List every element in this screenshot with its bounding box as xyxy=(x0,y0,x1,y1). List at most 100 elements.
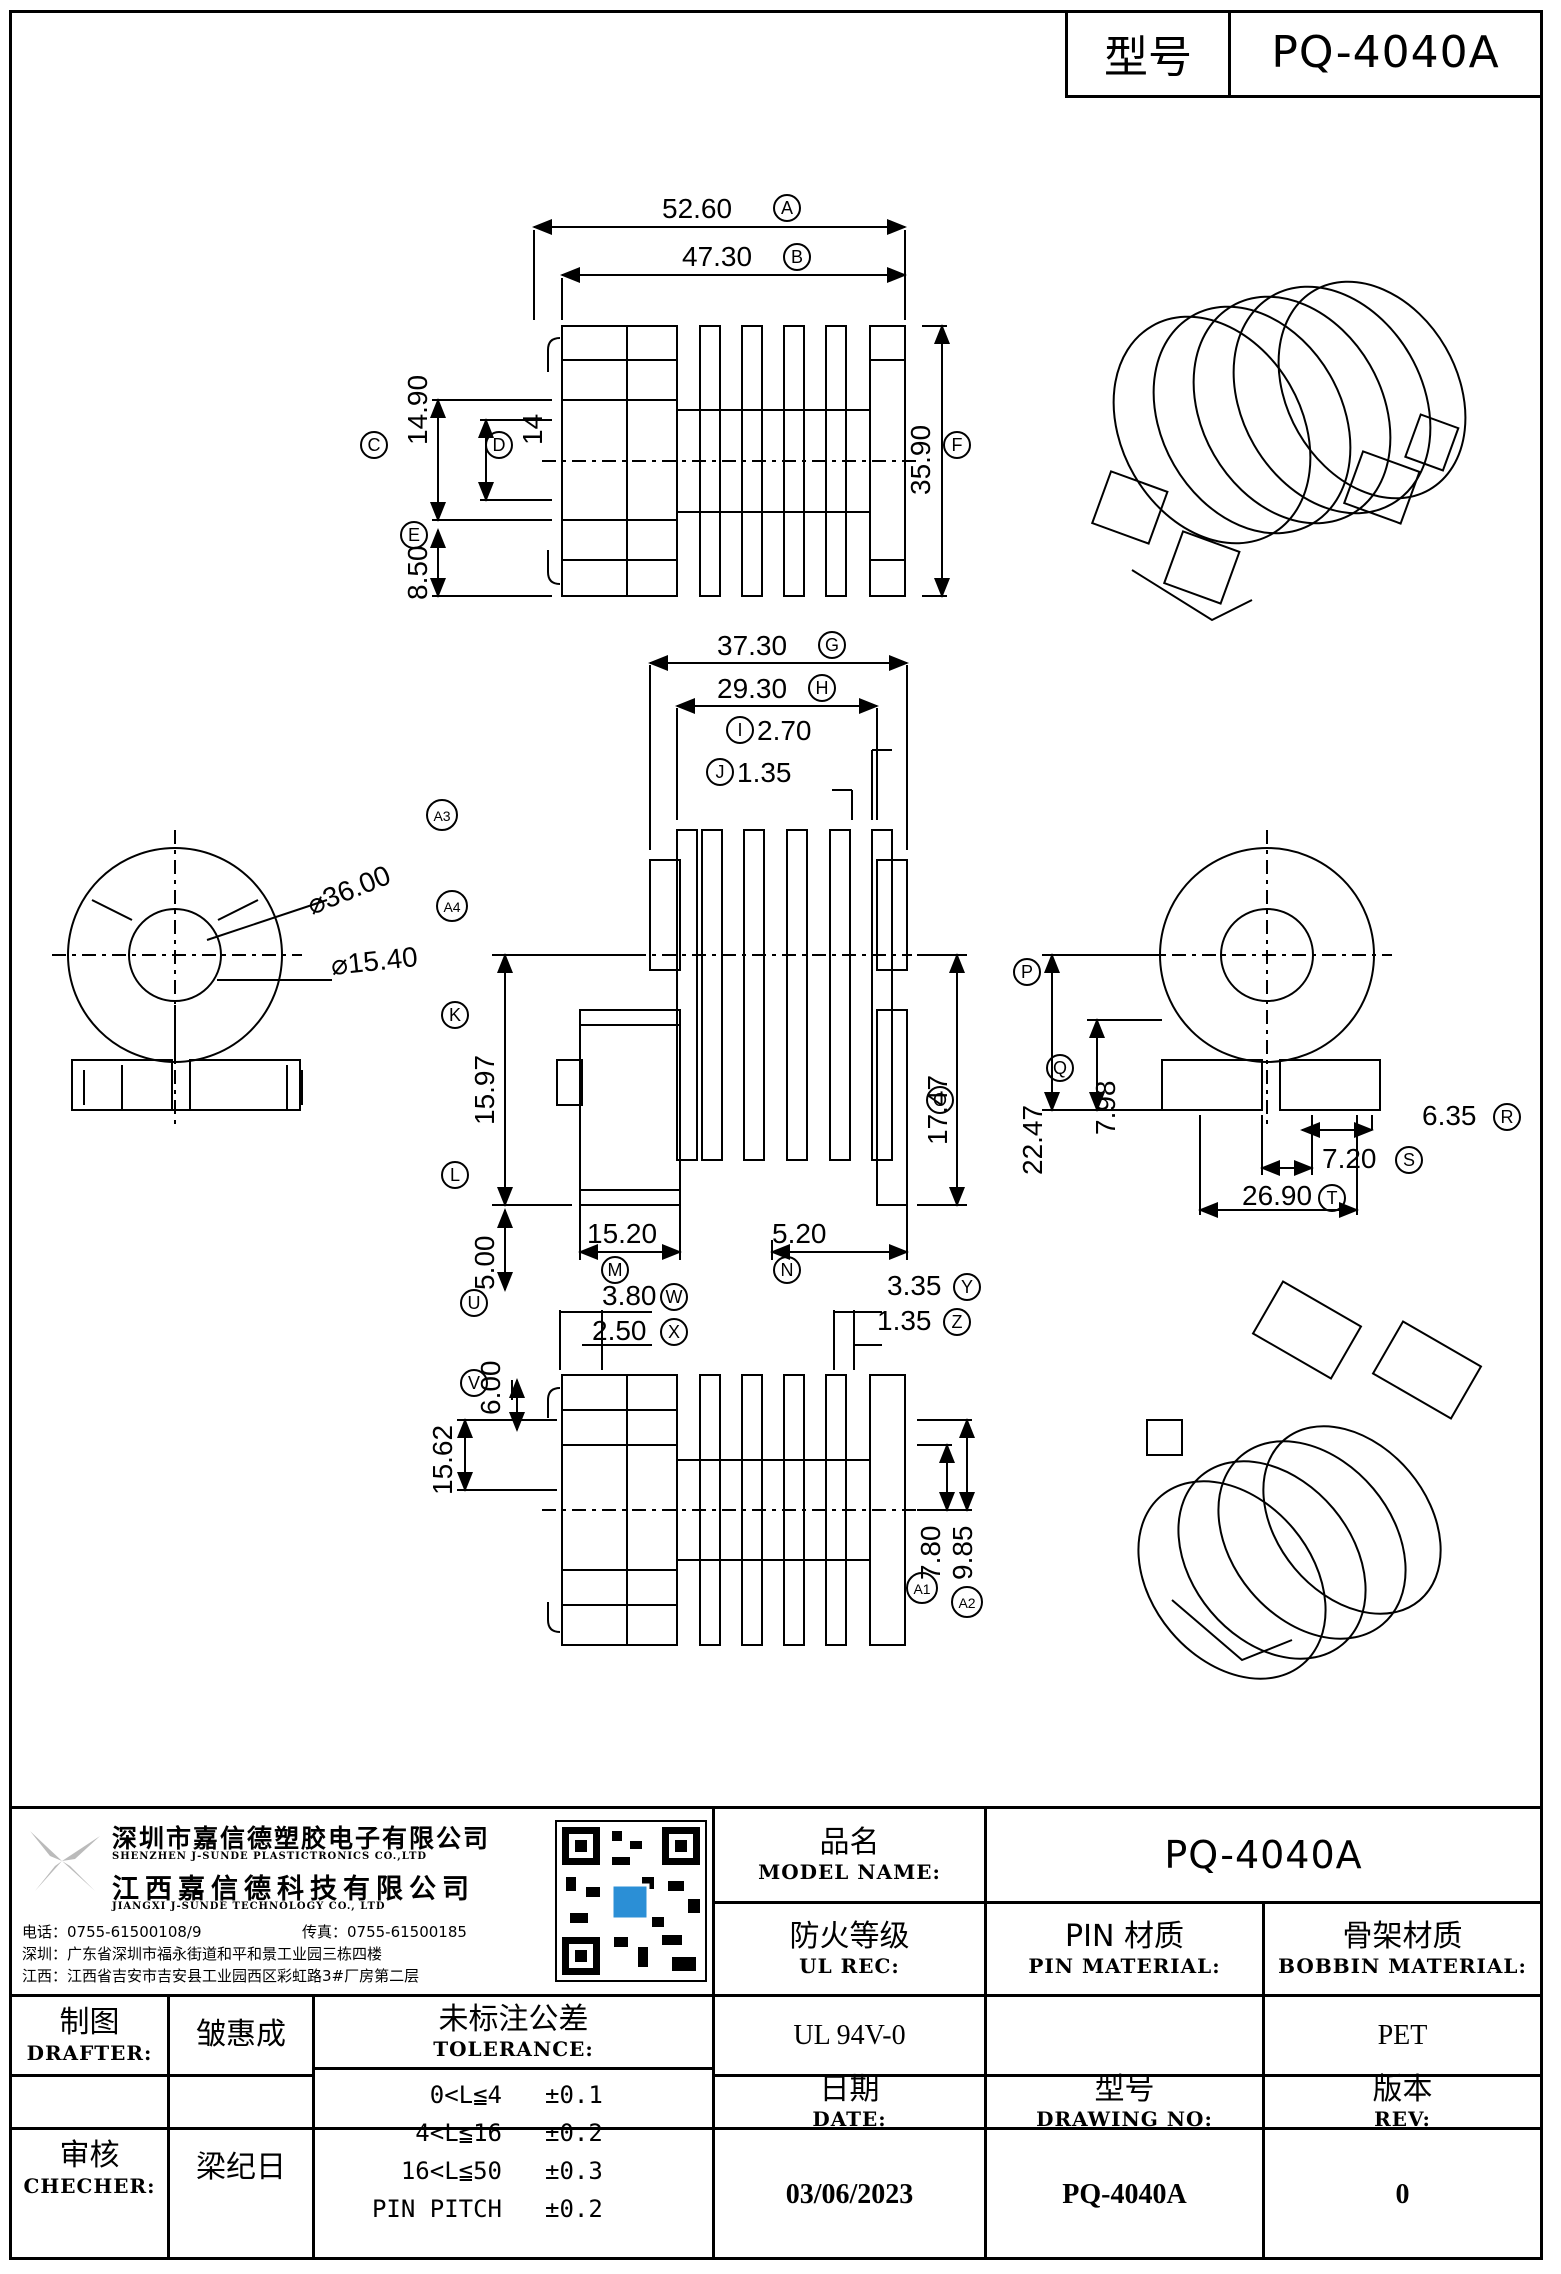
date-value: 03/06/2023 xyxy=(785,2179,914,2210)
dim-M: 15.20 xyxy=(587,1218,657,1249)
marker-R: R xyxy=(1501,1107,1514,1127)
company-fax: 传真：0755-61500185 xyxy=(302,1923,467,1941)
dim-G: 37.30 xyxy=(717,630,787,661)
model-header: 型号 PQ-4040A xyxy=(1065,10,1543,98)
dim-I: 2.70 xyxy=(757,715,812,746)
side-view-top xyxy=(430,219,950,598)
isometric-view-bottom xyxy=(1137,1280,1483,1680)
marker-letters: A B C D E F G H I J A3 A4 K L M N O P Q … xyxy=(368,198,1514,1611)
company-name-sz-en: SHENZHEN J-SUNDE PLASTICTRONICS CO.,LTD xyxy=(112,1851,428,1862)
marker-F: F xyxy=(952,435,963,455)
dim-W: 3.80 xyxy=(602,1280,657,1311)
qr-code-icon xyxy=(552,1817,710,1987)
checker-value: 梁纪日 xyxy=(196,2150,286,2186)
marker-L: L xyxy=(450,1165,460,1185)
ul-rec-value: UL 94V-0 xyxy=(793,2019,906,2051)
marker-Z: Z xyxy=(952,1312,963,1332)
dim-S: 7.20 xyxy=(1322,1143,1377,1174)
marker-B: B xyxy=(791,247,803,267)
marker-W: W xyxy=(666,1287,683,1307)
company-name-sz: 深圳市嘉信德塑胶电子有限公司 xyxy=(112,1824,491,1853)
marker-A4: A4 xyxy=(443,899,460,915)
marker-Y: Y xyxy=(961,1277,973,1297)
drawing-svg: 52.60 47.30 14.90 14 8.50 35.90 37.30 29… xyxy=(52,193,1521,1680)
dim-X: 2.50 xyxy=(592,1315,647,1346)
dim-L: 5.00 xyxy=(469,1236,500,1291)
dimension-labels: 52.60 47.30 14.90 14 8.50 35.90 37.30 29… xyxy=(303,193,1477,1580)
marker-E: E xyxy=(408,525,420,545)
technical-drawing: 52.60 47.30 14.90 14 8.50 35.90 37.30 29… xyxy=(12,100,1540,1800)
marker-D: D xyxy=(493,435,506,455)
dim-Z: 1.35 xyxy=(877,1305,932,1336)
marker-I: I xyxy=(737,720,742,740)
dim-Y: 3.35 xyxy=(887,1270,942,1301)
tolerance-label: 未标注公差 TOLERANCE: xyxy=(433,2001,594,2062)
company-addr-sz: 深圳：广东省深圳市福永街道和平和景工业园三栋四楼 xyxy=(22,1945,383,1963)
dim-Q: 7.98 xyxy=(1090,1081,1121,1136)
dim-F: 35.90 xyxy=(905,425,936,495)
marker-A3: A3 xyxy=(433,808,450,824)
rev-label: 版本 REV: xyxy=(1372,2071,1433,2132)
side-view-bottom xyxy=(457,1310,975,1646)
marker-K: K xyxy=(449,1005,461,1025)
rev-value: 0 xyxy=(1395,2179,1410,2210)
marker-G: G xyxy=(825,635,839,655)
marker-circles xyxy=(360,194,1521,1618)
front-view-right xyxy=(1042,830,1392,1218)
marker-V: V xyxy=(468,1373,480,1393)
marker-A1: A1 xyxy=(913,1581,930,1597)
dim-A1: 7.80 xyxy=(915,1526,946,1581)
marker-H: H xyxy=(816,678,829,698)
drawing-no-value: PQ-4040A xyxy=(1062,2179,1187,2210)
title-block: 深圳市嘉信德塑胶电子有限公司 SHENZHEN J-SUNDE PLASTICT… xyxy=(12,1806,1540,2260)
marker-U: U xyxy=(468,1293,481,1313)
bobbin-material-value: PET xyxy=(1377,2019,1428,2051)
dim-K: 15.97 xyxy=(469,1055,500,1125)
isometric-view-top xyxy=(1090,280,1467,622)
drawing-frame xyxy=(9,10,1543,2260)
marker-S: S xyxy=(1403,1150,1415,1170)
model-name-value: PQ-4040A xyxy=(1164,1833,1363,1877)
model-value: PQ-4040A xyxy=(1271,27,1500,78)
pin-material-label: PIN 材质 PIN MATERIAL: xyxy=(1028,1918,1221,1979)
dim-P: 22.47 xyxy=(1017,1105,1048,1175)
company-logo xyxy=(20,1821,105,1901)
marker-X: X xyxy=(668,1322,680,1342)
marker-A: A xyxy=(781,198,793,218)
date-label: 日期 DATE: xyxy=(812,2071,887,2132)
marker-M: M xyxy=(608,1260,623,1280)
company-addr-jx: 江西：江西省吉安市吉安县工业园西区彩虹路3#厂房第二层 xyxy=(22,1967,420,1985)
dim-V: 15.62 xyxy=(427,1425,458,1495)
dim-B: 47.30 xyxy=(682,241,752,272)
model-name-label: 品名 MODEL NAME: xyxy=(758,1824,941,1885)
dim-U: 6.00 xyxy=(475,1361,506,1416)
marker-J: J xyxy=(716,762,725,782)
front-view-left xyxy=(52,830,332,1130)
dim-A: 52.60 xyxy=(662,193,732,224)
marker-O: O xyxy=(933,1090,947,1110)
dim-H: 29.30 xyxy=(717,673,787,704)
logo-icon xyxy=(30,1831,100,1891)
dim-T: 26.90 xyxy=(1242,1180,1312,1211)
dim-J: 1.35 xyxy=(737,757,792,788)
marker-P: P xyxy=(1021,962,1033,982)
dim-R: 6.35 xyxy=(1422,1100,1477,1131)
drawing-no-label: 型号 DRAWING NO: xyxy=(1036,2071,1213,2132)
dim-A2: 9.85 xyxy=(947,1526,978,1581)
marker-A2: A2 xyxy=(958,1595,975,1611)
marker-C: C xyxy=(368,435,381,455)
marker-T: T xyxy=(1327,1188,1338,1208)
company-name-jx-en: JIANGXI J-SUNDE TECHNOLOGY CO., LTD xyxy=(112,1901,386,1912)
tolerance-table: 0<L≦4 ±0.1 4<L≦16 ±0.2 16<L≦50 ±0.3 PIN … xyxy=(371,2081,603,2223)
dim-A3: ⌀36.00 xyxy=(303,859,395,920)
dim-N: 5.20 xyxy=(772,1218,827,1249)
pin-material-value xyxy=(987,1997,1262,2074)
company-name-jx: 江西嘉信德科技有限公司 xyxy=(112,1874,475,1905)
company-panel: 深圳市嘉信德塑胶电子有限公司 SHENZHEN J-SUNDE PLASTICT… xyxy=(12,1809,712,1994)
model-label: 型号 xyxy=(1068,10,1231,95)
dim-C: 14.90 xyxy=(402,375,433,445)
dim-E: 8.50 xyxy=(402,546,433,601)
dim-A4: ⌀15.40 xyxy=(329,941,419,981)
marker-Q: Q xyxy=(1053,1058,1067,1078)
marker-N: N xyxy=(781,1260,794,1280)
